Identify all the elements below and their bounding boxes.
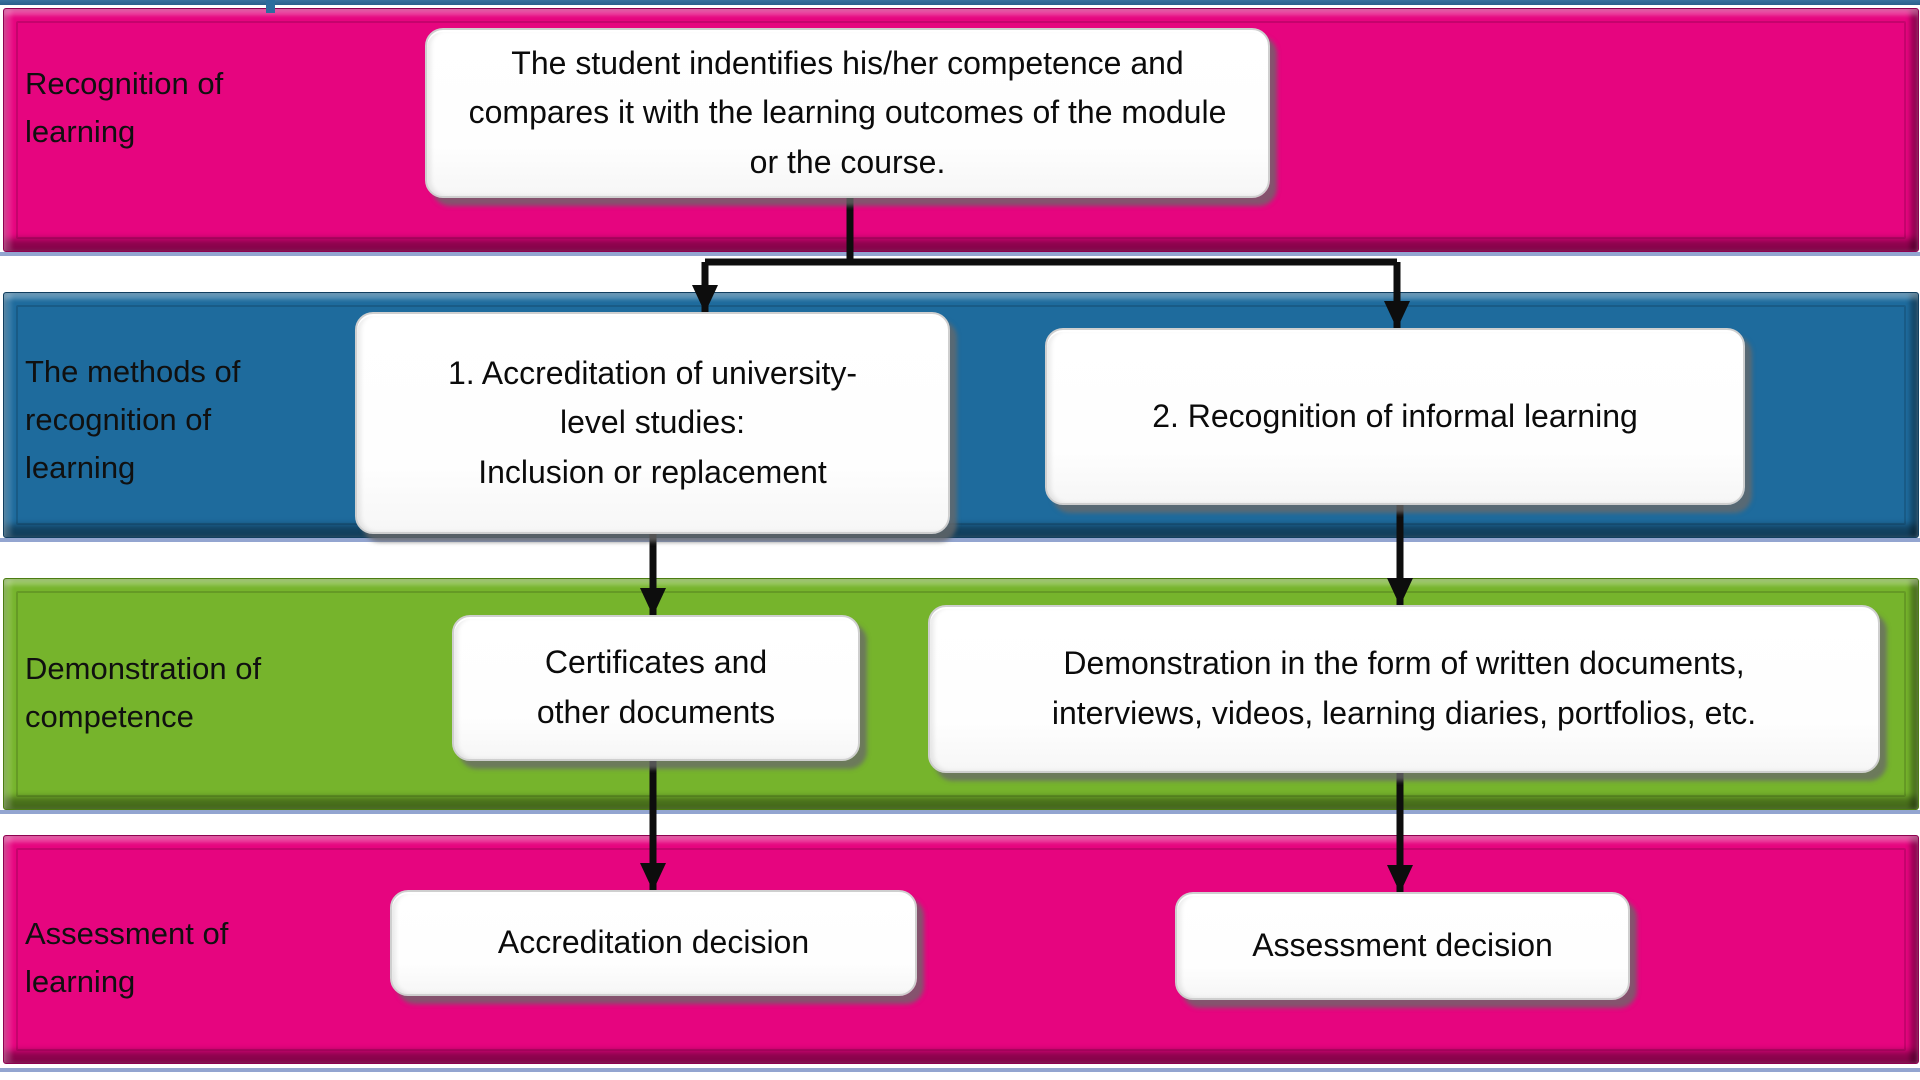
band-bottom-edge-line bbox=[0, 810, 1920, 814]
box-text-line: 2. Recognition of informal learning bbox=[1152, 397, 1638, 434]
band-bottom-edge-line bbox=[0, 1068, 1920, 1072]
band-label-recognition-of-learning: Recognition of learning bbox=[25, 66, 224, 150]
box-accreditation-university-studies: 1. Accreditation of university- level st… bbox=[355, 312, 950, 534]
box-student-identifies-competence: The student indentifies his/her competen… bbox=[425, 28, 1270, 198]
branch-line-from-student-box bbox=[705, 198, 1397, 266]
top-border-line bbox=[0, 0, 1920, 5]
box-accreditation-decision: Accreditation decision bbox=[390, 890, 917, 996]
band-bottom-edge-line bbox=[0, 538, 1920, 542]
box-recognition-informal-learning: 2. Recognition of informal learning bbox=[1045, 328, 1745, 505]
box-text-line: Demonstration in the form of written doc… bbox=[1063, 645, 1745, 682]
band-label-methods-of-recognition: The methods of recognition of learning bbox=[25, 354, 241, 486]
box-text-line: other documents bbox=[536, 694, 776, 730]
band-bottom-edge-line bbox=[0, 252, 1920, 256]
box-text-line: Accreditation decision bbox=[497, 924, 810, 961]
band-label-demonstration-of-competence: Demonstration of competence bbox=[25, 651, 262, 735]
top-blue-stub bbox=[266, 0, 275, 13]
box-text-line: compares it with the learning outcomes o… bbox=[468, 94, 1227, 131]
box-assessment-decision: Assessment decision bbox=[1175, 892, 1630, 1000]
box-demonstration-written-documents: Demonstration in the form of written doc… bbox=[928, 605, 1880, 773]
box-text-line: The student indentifies his/her competen… bbox=[511, 44, 1184, 81]
box-text-line: interviews, videos, learning diaries, po… bbox=[1051, 695, 1757, 731]
box-text-line: level studies: bbox=[560, 404, 745, 441]
box-text-line: Assessment decision bbox=[1252, 927, 1553, 964]
box-text-line: Inclusion or replacement bbox=[478, 453, 827, 490]
box-certificates-and-documents: Certificates and other documents bbox=[452, 615, 860, 761]
band-label-assessment-of-learning: Assessment of learning bbox=[25, 916, 229, 1000]
box-text-line: or the course. bbox=[749, 143, 946, 180]
box-text-line: 1. Accreditation of university- bbox=[447, 354, 858, 391]
box-text-line: Certificates and bbox=[544, 644, 768, 681]
